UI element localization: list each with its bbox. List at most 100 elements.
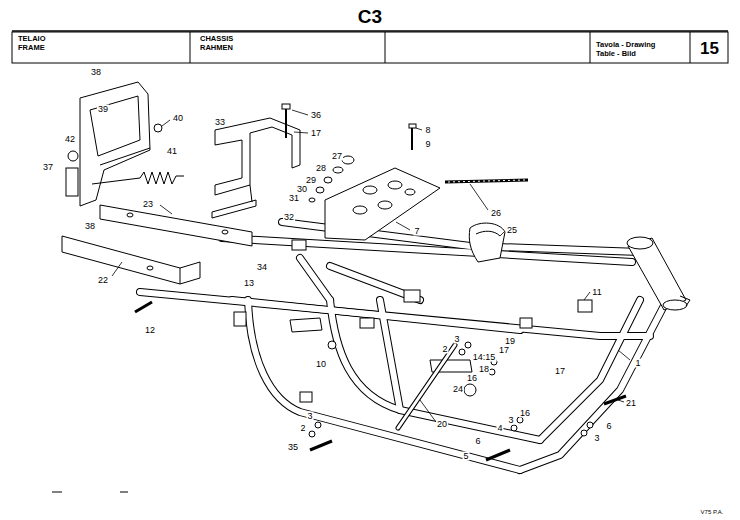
leader-lines bbox=[420, 400, 436, 422]
header-table bbox=[12, 31, 728, 63]
header-text: Tavola - Drawing bbox=[596, 41, 656, 50]
frame-brackets bbox=[300, 392, 312, 402]
tray-plate bbox=[363, 186, 377, 194]
corner-marks bbox=[120, 492, 128, 493]
callout-number: 28 bbox=[315, 164, 327, 173]
callout-number: 20 bbox=[436, 420, 448, 429]
steering-head bbox=[627, 237, 653, 249]
callout-number: 24 bbox=[452, 385, 464, 394]
spring bbox=[92, 172, 184, 184]
washers bbox=[333, 167, 343, 173]
callout-number: 16 bbox=[466, 374, 478, 383]
washers bbox=[309, 198, 315, 202]
frame-brackets bbox=[290, 318, 322, 332]
rear-bracket bbox=[90, 96, 140, 156]
rear-bracket bbox=[80, 82, 150, 206]
battery-bracket bbox=[250, 185, 252, 202]
rubber-cover bbox=[469, 223, 505, 262]
callout-number: 4 bbox=[496, 424, 503, 433]
header-table bbox=[690, 32, 691, 63]
steering-head bbox=[663, 300, 687, 310]
steering-head bbox=[628, 238, 686, 310]
callout-number: 18 bbox=[478, 365, 490, 374]
callout-number: 30 bbox=[296, 185, 308, 194]
washers bbox=[316, 187, 324, 193]
bolts bbox=[310, 441, 332, 450]
header-text: FRAME bbox=[18, 44, 46, 53]
washers bbox=[517, 417, 523, 423]
callout-number: 37 bbox=[42, 163, 54, 172]
callout-number: 25 bbox=[506, 226, 518, 235]
corner-marks bbox=[52, 492, 62, 493]
callout-number: 16 bbox=[519, 409, 531, 418]
bolts bbox=[604, 396, 626, 404]
rubber-cover bbox=[469, 223, 505, 262]
leader-lines bbox=[618, 400, 624, 402]
header-text: CHASSIS bbox=[200, 35, 234, 44]
frame-brackets bbox=[234, 240, 592, 402]
rubber-cover bbox=[476, 231, 500, 236]
rear-frame-bars bbox=[147, 266, 153, 270]
rear-frame-bars bbox=[62, 205, 252, 284]
leader-lines bbox=[396, 222, 410, 230]
washers bbox=[511, 425, 517, 431]
header-table bbox=[190, 32, 191, 63]
frame-brackets bbox=[292, 240, 306, 250]
tray-plate bbox=[325, 168, 440, 240]
leader-lines bbox=[470, 184, 488, 210]
frame-brackets bbox=[404, 290, 420, 302]
callout-number: 2 bbox=[299, 424, 306, 433]
callout-number: 10 bbox=[315, 360, 327, 369]
rod bbox=[398, 345, 455, 428]
callout-number: 2 bbox=[441, 345, 448, 354]
leader-lines bbox=[618, 350, 630, 360]
bolts bbox=[285, 109, 287, 138]
battery-bracket bbox=[215, 118, 300, 195]
callout-number: 3 bbox=[507, 416, 514, 425]
washers bbox=[587, 422, 593, 428]
rear-frame-bars bbox=[62, 236, 180, 284]
rear-bracket bbox=[66, 168, 78, 196]
callout-number: 1 bbox=[634, 359, 641, 368]
callout-number: 3 bbox=[453, 335, 460, 344]
tray-plate bbox=[353, 206, 367, 214]
callout-number: 23 bbox=[142, 200, 154, 209]
strap bbox=[445, 180, 528, 182]
callout-number: 14:15 bbox=[472, 353, 497, 362]
callout-number: 36 bbox=[310, 111, 322, 120]
leader-lines bbox=[112, 110, 630, 422]
callout-number: 17 bbox=[310, 129, 322, 138]
frame-brackets bbox=[520, 318, 532, 328]
callout-number: 27 bbox=[331, 152, 343, 161]
frame-tubes bbox=[140, 222, 668, 470]
frame-tubes bbox=[140, 222, 668, 470]
washers bbox=[459, 349, 465, 355]
bolts bbox=[411, 128, 413, 150]
header-table bbox=[12, 32, 728, 63]
steering-head bbox=[680, 296, 690, 306]
rear-frame-bars bbox=[180, 262, 200, 284]
callout-number: 42 bbox=[64, 135, 76, 144]
leader-lines bbox=[294, 132, 308, 133]
frame-tubes bbox=[140, 222, 668, 470]
rear-bracket bbox=[100, 148, 150, 165]
header-cell: 15 bbox=[698, 39, 721, 58]
header-table bbox=[385, 32, 386, 63]
callout-number: 12 bbox=[144, 326, 156, 335]
leader-lines bbox=[112, 262, 122, 276]
bolts bbox=[409, 124, 416, 128]
leader-lines bbox=[292, 110, 308, 115]
callout-number: 29 bbox=[305, 176, 317, 185]
header-cell: TELAIOFRAME bbox=[16, 34, 48, 54]
steering-head bbox=[627, 237, 690, 310]
callout-number: 35 bbox=[287, 443, 299, 452]
callout-number: 8 bbox=[424, 126, 431, 135]
header-table bbox=[590, 32, 591, 63]
callout-number: 6 bbox=[474, 437, 481, 446]
callout-number: 17 bbox=[498, 346, 510, 355]
callout-number: 38 bbox=[90, 68, 102, 77]
callout-number: 3 bbox=[306, 412, 313, 421]
rod bbox=[398, 345, 455, 428]
callout-number: 6 bbox=[605, 422, 612, 431]
